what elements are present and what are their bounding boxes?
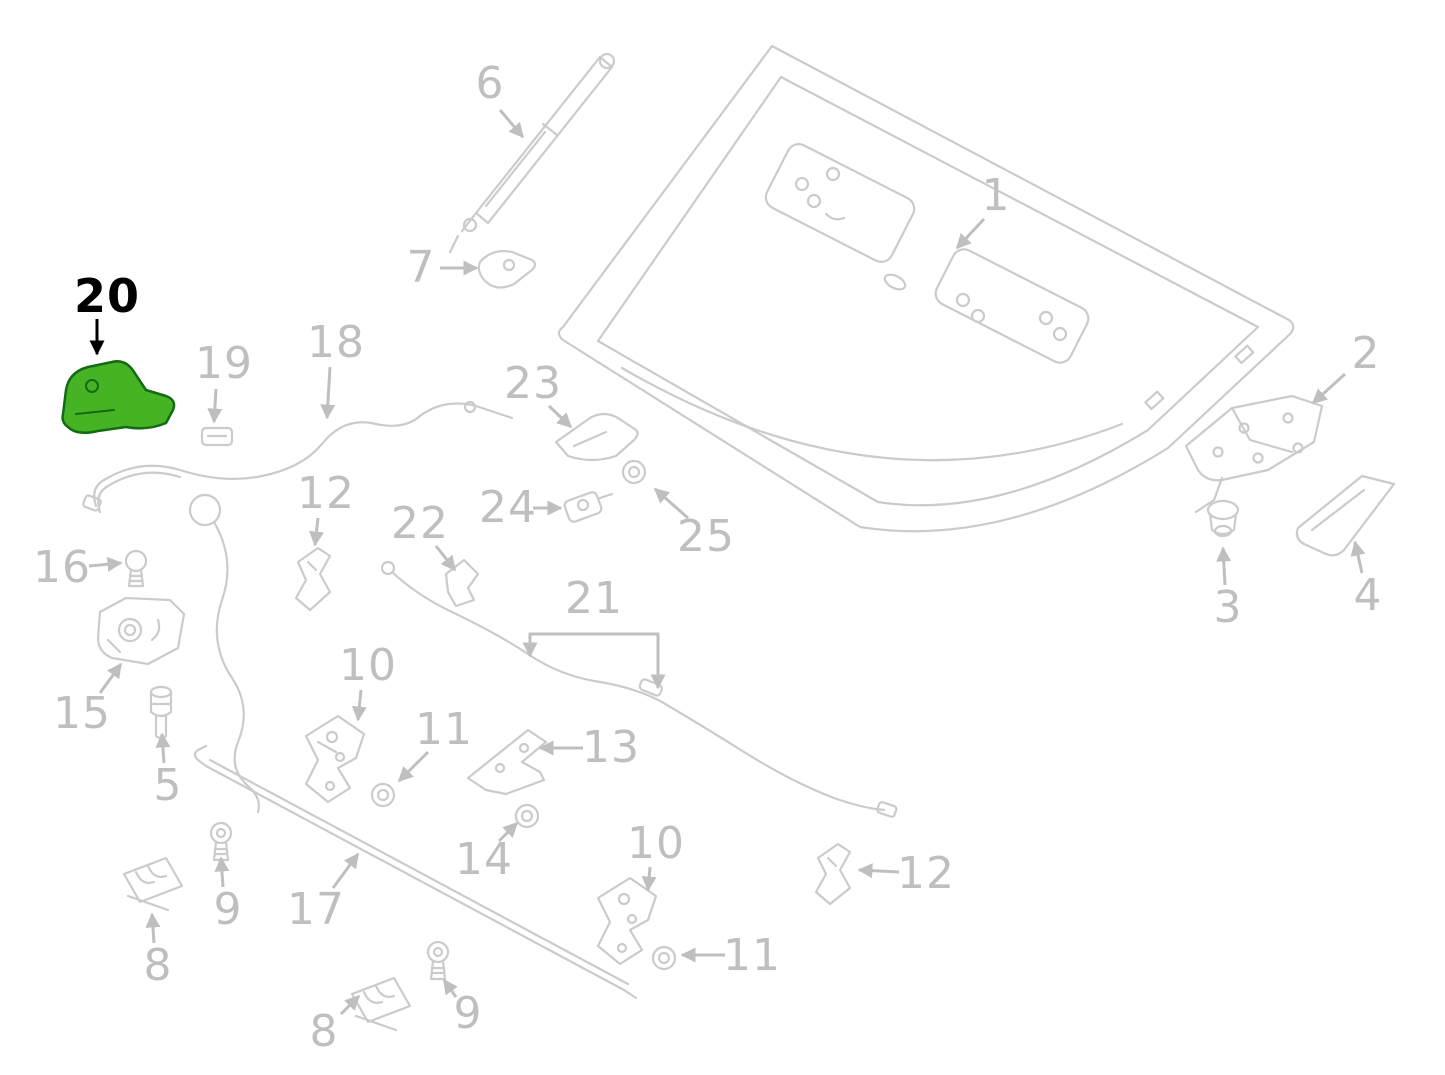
part-label-18[interactable]: 18 — [307, 317, 365, 368]
part-label-9[interactable]: 9 — [453, 988, 483, 1039]
part-label-8[interactable]: 8 — [309, 1006, 339, 1057]
release-cable-upper — [82, 400, 514, 814]
part-label-2[interactable]: 2 — [1351, 328, 1381, 379]
part-label-7[interactable]: 7 — [406, 242, 436, 293]
bolt-9-right — [426, 940, 450, 981]
leader-bracket-21 — [522, 632, 666, 690]
part-label-12[interactable]: 12 — [297, 468, 355, 519]
part-label-3[interactable]: 3 — [1213, 582, 1243, 633]
grommet-3 — [1206, 499, 1240, 538]
bolt-16 — [124, 549, 148, 588]
hood-hinge-2 — [1184, 394, 1324, 514]
part-label-24[interactable]: 24 — [479, 482, 537, 533]
part-label-16[interactable]: 16 — [33, 542, 91, 593]
leader-arrow-12 — [857, 863, 900, 879]
part-label-20[interactable]: 20 — [73, 269, 141, 323]
leader-arrow-9 — [214, 856, 230, 888]
leader-arrow-10 — [641, 866, 657, 892]
part-label-11[interactable]: 11 — [723, 930, 781, 981]
leader-arrow-6 — [498, 109, 525, 139]
part-label-6[interactable]: 6 — [475, 58, 505, 109]
striker-8-left — [122, 856, 184, 912]
cable-clip-19 — [200, 426, 234, 447]
clip-12-left — [294, 546, 332, 612]
stud-25 — [621, 459, 647, 485]
nut-11-right — [651, 945, 677, 971]
strut-hook — [477, 250, 537, 289]
bracket-10-left — [304, 714, 366, 804]
part-label-23[interactable]: 23 — [504, 358, 562, 409]
leader-arrow-23 — [547, 404, 573, 429]
support-rod-17 — [193, 744, 638, 1000]
striker-8-right — [350, 976, 412, 1032]
part-label-22[interactable]: 22 — [391, 498, 449, 549]
part-label-13[interactable]: 13 — [582, 722, 640, 773]
leader-arrow-4 — [1350, 540, 1366, 574]
leader-arrow-2 — [1311, 372, 1347, 405]
leader-arrow-18 — [320, 366, 336, 420]
leader-arrow-5 — [155, 732, 171, 764]
clip-12-right — [814, 842, 852, 906]
leader-arrow-10 — [351, 689, 367, 722]
hood-latch-15 — [96, 596, 186, 666]
leader-arrow-15 — [98, 662, 123, 694]
hood-panel — [557, 44, 1295, 533]
leader-arrow-9 — [442, 978, 458, 998]
part-label-10[interactable]: 10 — [627, 818, 685, 869]
part-label-17[interactable]: 17 — [287, 884, 345, 935]
leader-arrow-14 — [497, 821, 519, 843]
leader-arrow-8 — [339, 994, 361, 1016]
part-label-10[interactable]: 10 — [339, 640, 397, 691]
leader-arrow-22 — [434, 545, 457, 572]
part-label-5[interactable]: 5 — [153, 760, 183, 811]
highlighted-part-20[interactable] — [61, 360, 176, 435]
leader-arrow-16 — [88, 556, 123, 572]
leader-arrow-25 — [653, 487, 689, 520]
leader-arrow-12 — [309, 517, 324, 547]
part-label-25[interactable]: 25 — [677, 511, 735, 562]
leader-arrow-19 — [207, 388, 223, 424]
bracket-13 — [466, 728, 548, 796]
leader-arrow-11 — [397, 750, 430, 783]
grommet-14 — [514, 803, 540, 829]
bracket-10-right — [596, 876, 658, 966]
leader-arrow-17 — [331, 852, 360, 889]
part-label-9[interactable]: 9 — [213, 884, 243, 935]
part-label-21[interactable]: 21 — [565, 573, 623, 624]
leader-arrow-1 — [955, 217, 986, 250]
part-label-1[interactable]: 1 — [981, 170, 1011, 221]
gas-strut — [448, 52, 616, 254]
part-label-14[interactable]: 14 — [455, 834, 513, 885]
part-label-11[interactable]: 11 — [415, 704, 473, 755]
cable-bracket-23 — [554, 412, 639, 462]
part-label-15[interactable]: 15 — [53, 688, 111, 739]
hinge-bracket-4 — [1295, 474, 1396, 557]
leader-arrow-8 — [145, 912, 161, 944]
nut-11-left — [370, 782, 396, 808]
clip-24 — [563, 491, 614, 523]
part-label-19[interactable]: 19 — [195, 338, 253, 389]
clip-22 — [444, 558, 480, 608]
part-label-4[interactable]: 4 — [1353, 570, 1383, 621]
part-label-12[interactable]: 12 — [897, 848, 955, 899]
part-label-8[interactable]: 8 — [143, 940, 173, 991]
leader-arrow-3 — [1216, 546, 1232, 586]
